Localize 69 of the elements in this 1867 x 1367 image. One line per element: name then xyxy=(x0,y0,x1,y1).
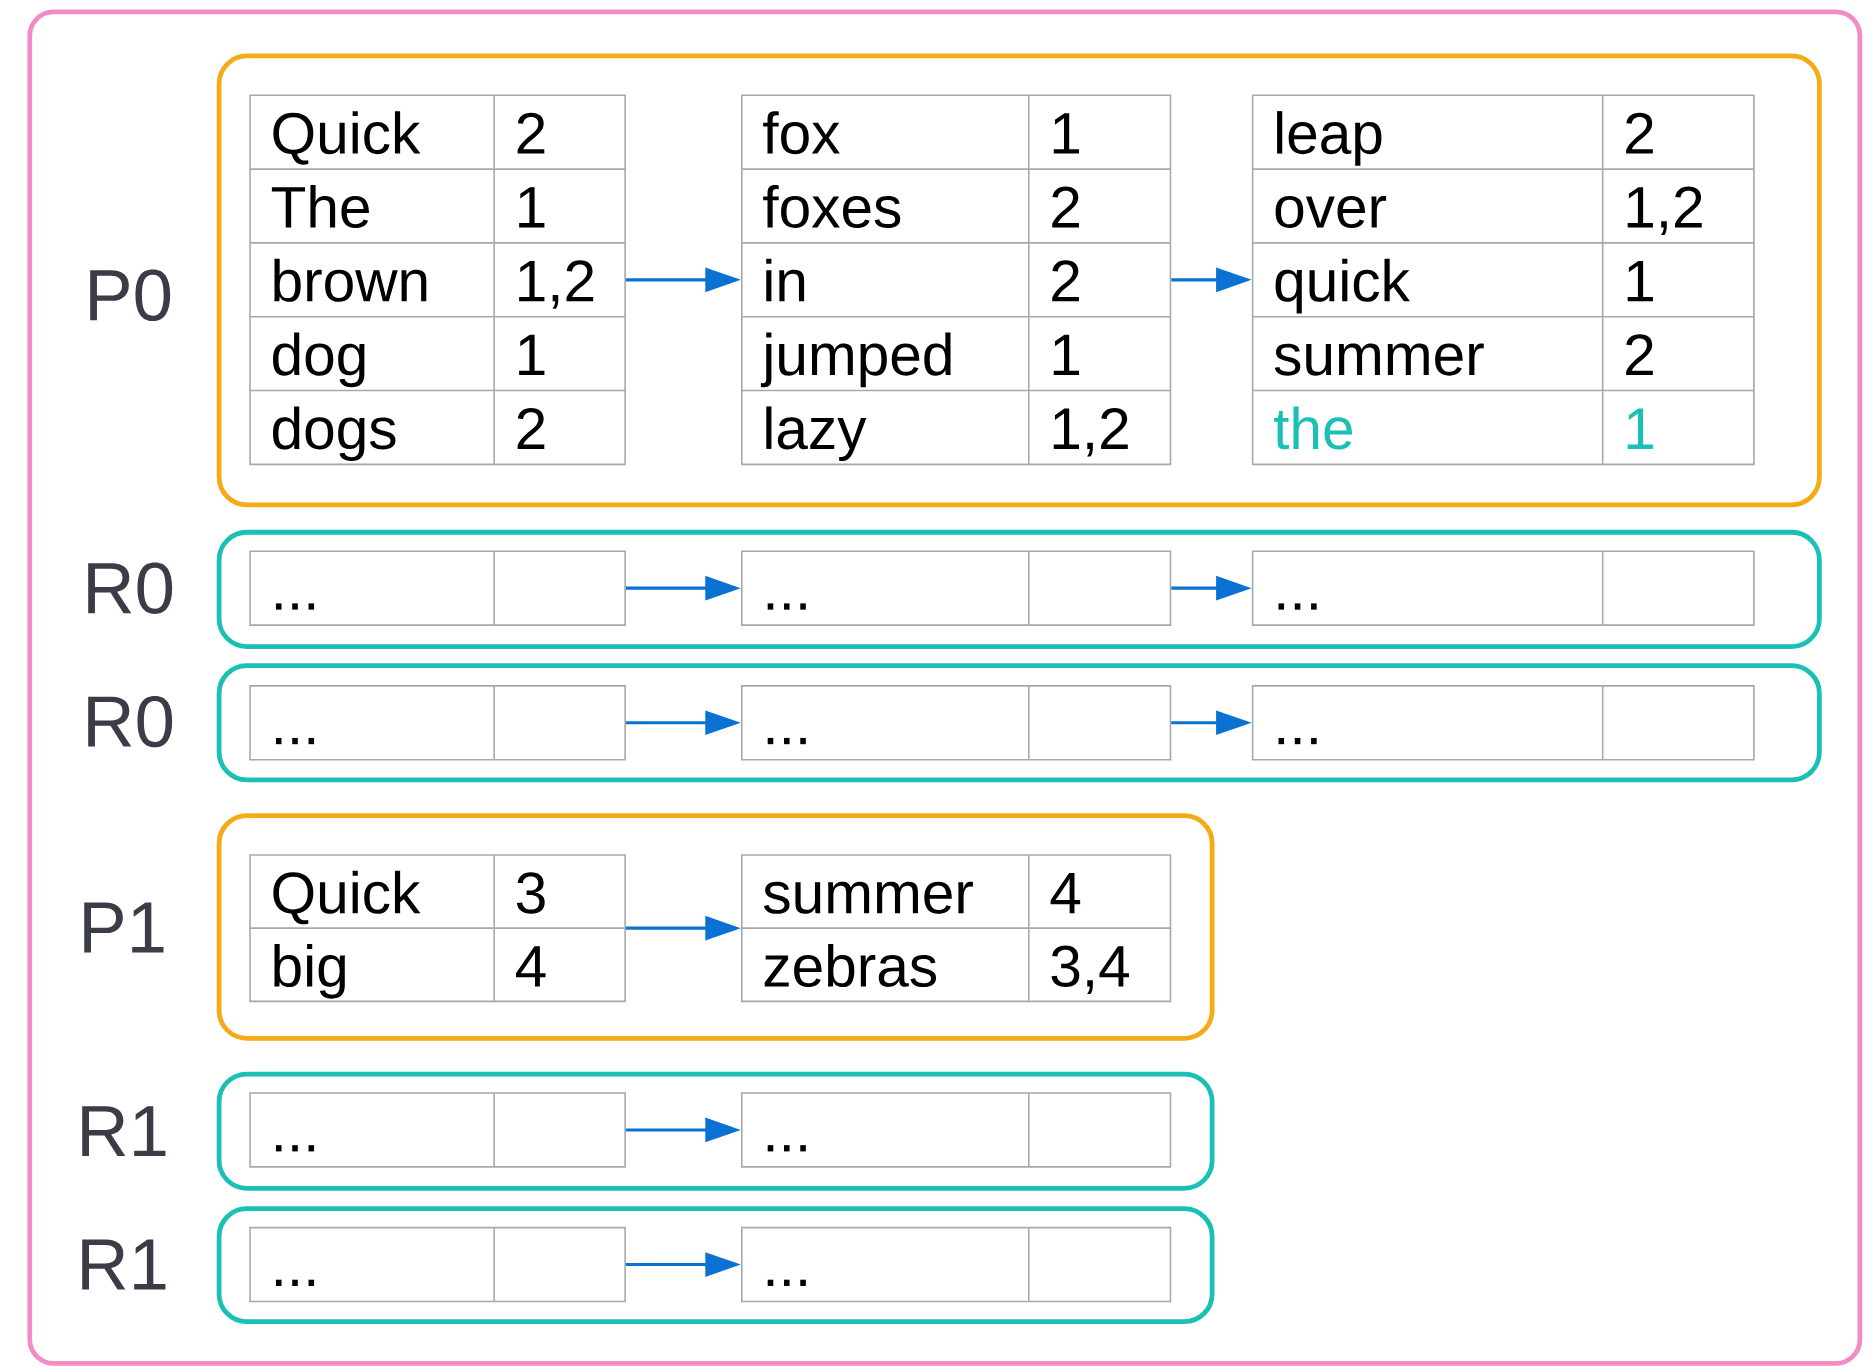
table xyxy=(741,1092,1172,1168)
table xyxy=(741,550,1172,626)
row-label: P1 xyxy=(84,902,164,953)
table-cell: 1 xyxy=(1053,334,1079,376)
table xyxy=(741,94,1172,466)
table-cell: ... xyxy=(767,1279,806,1286)
table-cell: the xyxy=(1274,406,1352,450)
table-cell: dog xyxy=(273,332,365,388)
table-cell: fox xyxy=(763,111,840,155)
table-cell: big xyxy=(274,944,345,999)
table-cell: Quick xyxy=(273,111,421,165)
table xyxy=(249,854,626,1003)
table-cell: 1,2 xyxy=(1627,186,1702,235)
table xyxy=(741,685,1172,761)
table-cell: 2 xyxy=(1052,260,1079,302)
table xyxy=(741,1226,1172,1303)
table-cell: 1 xyxy=(1627,261,1653,302)
table-cell: ... xyxy=(1278,603,1317,610)
table-cell: 2 xyxy=(517,408,545,449)
table xyxy=(249,685,626,761)
table-cell: 1 xyxy=(1627,408,1653,449)
table-cell: summer xyxy=(763,881,973,914)
table xyxy=(249,94,626,466)
table-cell: 3 xyxy=(516,872,545,914)
table xyxy=(1251,94,1755,466)
table-cell: 4 xyxy=(516,946,546,987)
table-cell: 1,2 xyxy=(1053,408,1128,457)
table-cell: over xyxy=(1275,195,1387,229)
table-cell: 1 xyxy=(1053,113,1079,154)
table-cell: Quick xyxy=(273,870,421,925)
table xyxy=(249,1092,626,1168)
table-cell: zebras xyxy=(764,944,937,988)
table xyxy=(1251,550,1755,626)
table-cell: 2 xyxy=(1626,334,1653,376)
table-cell: summer xyxy=(1274,343,1484,376)
table-cell: 1 xyxy=(519,334,545,376)
table-cell: ... xyxy=(767,1145,806,1152)
table xyxy=(741,854,1172,1003)
table xyxy=(249,550,626,626)
table xyxy=(249,1226,626,1303)
table-cell: ... xyxy=(275,738,315,745)
table-cell: brown xyxy=(274,258,427,302)
table-cell: 1 xyxy=(519,187,545,228)
table-cell: ... xyxy=(1278,738,1317,745)
table-cell: foxes xyxy=(763,185,901,229)
row-label: R1 xyxy=(82,1239,166,1290)
table-cell: The xyxy=(271,185,369,229)
row-label: R0 xyxy=(88,695,173,748)
table-cell: 2 xyxy=(1052,186,1079,228)
table-cell: in xyxy=(766,258,805,302)
table-cell: 3,4 xyxy=(1051,945,1129,995)
table-cell: quick xyxy=(1275,258,1410,314)
table-cell: ... xyxy=(275,603,315,610)
table-cell: lazy xyxy=(766,406,867,462)
table-cell: ... xyxy=(767,603,806,610)
table-cell: dogs xyxy=(273,406,396,462)
table-cell: ... xyxy=(275,1279,315,1286)
table-cell: ... xyxy=(767,738,806,745)
table-cell: ... xyxy=(275,1145,315,1152)
table-cell: 4 xyxy=(1050,873,1081,914)
table-cell: 1,2 xyxy=(519,260,594,309)
row-label: R1 xyxy=(82,1106,166,1157)
table xyxy=(1251,685,1755,761)
row-label: R0 xyxy=(88,562,173,614)
table-cell: leap xyxy=(1277,111,1382,166)
table-cell: jumped xyxy=(760,332,951,388)
table-cell: 2 xyxy=(517,112,545,154)
row-label: P0 xyxy=(90,269,171,321)
table-cell: 2 xyxy=(1626,112,1653,154)
